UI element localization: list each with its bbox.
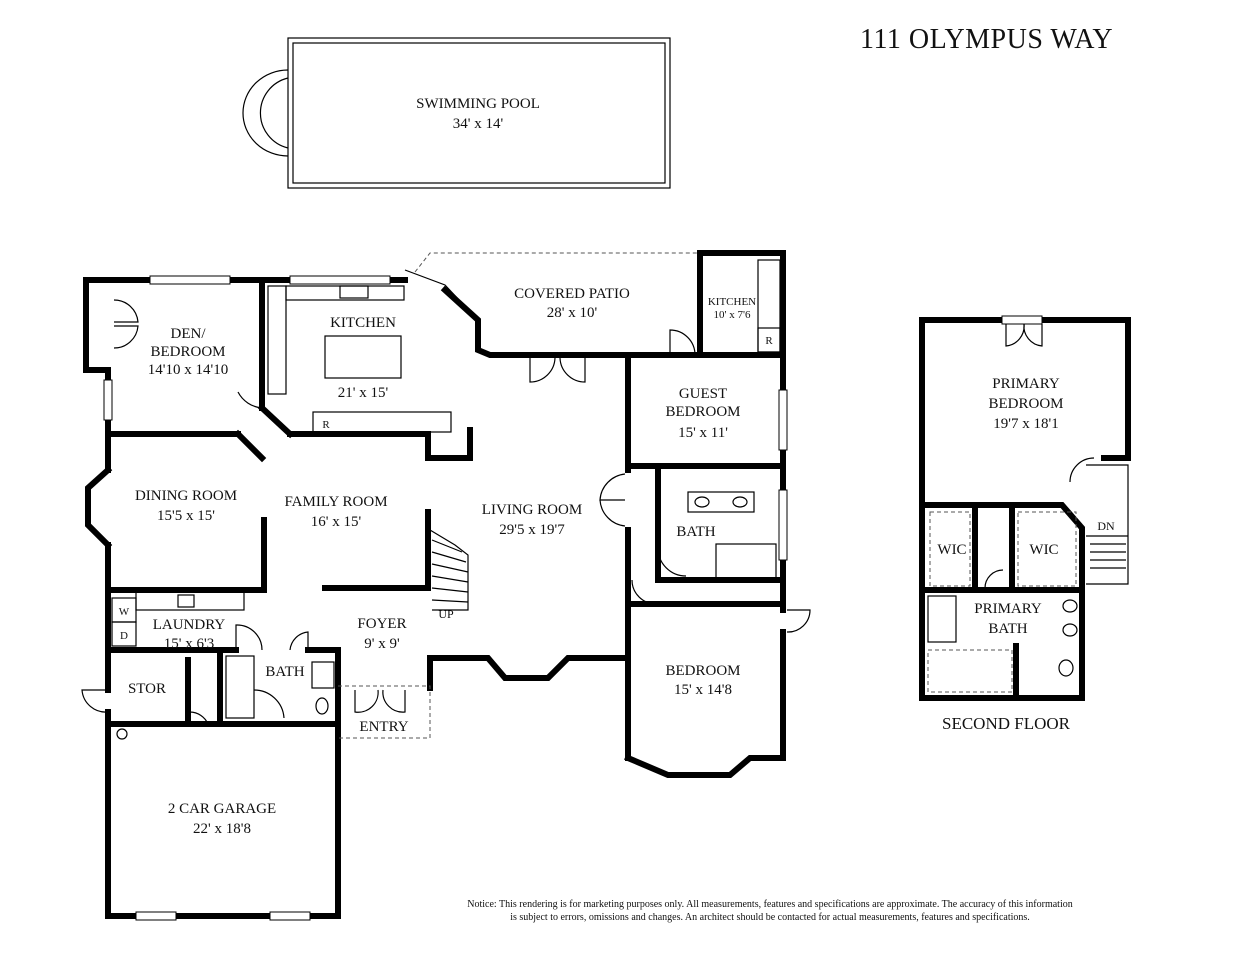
primary-bath-name1: PRIMARY	[974, 601, 1042, 617]
garage-name: 2 CAR GARAGE	[168, 801, 276, 817]
outdoor-kitchen-name: KITCHEN	[708, 296, 756, 308]
guest-bedroom-size: 15' x 11'	[678, 425, 728, 441]
page-title: 111 OLYMPUS WAY	[860, 24, 1114, 55]
living-room-name: LIVING ROOM	[482, 502, 582, 518]
covered-patio-size: 28' x 10'	[547, 305, 598, 321]
kitchen-size: 21' x 15'	[338, 385, 389, 401]
den-name1: DEN/	[171, 326, 207, 342]
outdoor-refrigerator-label: R	[765, 335, 773, 347]
living-room-size: 29'5 x 19'7	[499, 522, 565, 538]
doors	[81, 299, 811, 725]
washer-label: W	[119, 606, 130, 618]
primary-bedroom-size: 19'7 x 18'1	[993, 416, 1058, 432]
kitchen-fixtures: R R	[267, 259, 781, 433]
refrigerator-label: R	[322, 419, 330, 431]
half-bath-name: BATH	[265, 664, 304, 680]
den-name2: BEDROOM	[150, 344, 225, 360]
room-labels: DEN/ BEDROOM 14'10 x 14'10 KITCHEN 21' x…	[128, 286, 1071, 837]
stair-up-label: UP	[438, 607, 454, 621]
bath-fixtures	[116, 491, 777, 740]
main-stairs: UP	[429, 529, 469, 621]
windows	[103, 275, 788, 921]
second-floor-walls: DN	[919, 315, 1131, 701]
laundry-size: 15' x 6'3	[164, 636, 214, 652]
pool-size: 34' x 14'	[453, 116, 504, 132]
dining-room-name: DINING ROOM	[135, 488, 237, 504]
primary-bedroom-name1: PRIMARY	[992, 376, 1060, 392]
second-floor-label: SECOND FLOOR	[942, 714, 1071, 733]
entry-name: ENTRY	[359, 719, 408, 735]
first-floor-walls	[83, 250, 786, 919]
primary-bath-name2: BATH	[988, 621, 1027, 637]
swimming-pool: SWIMMING POOL 34' x 14'	[242, 37, 671, 189]
primary-bedroom-name2: BEDROOM	[988, 396, 1063, 412]
dryer-label: D	[120, 630, 128, 642]
wic-left-name: WIC	[937, 542, 966, 558]
notice-line-2: is subject to errors, omissions and chan…	[510, 912, 1030, 923]
stor-name: STOR	[128, 681, 166, 697]
covered-patio-name: COVERED PATIO	[514, 286, 630, 302]
notice-line-1: Notice: This rendering is for marketing …	[467, 899, 1073, 910]
guest-bedroom-name2: BEDROOM	[665, 404, 740, 420]
family-room-name: FAMILY ROOM	[284, 494, 387, 510]
disclaimer-notice: Notice: This rendering is for marketing …	[420, 898, 1120, 924]
pool-name: SWIMMING POOL	[416, 96, 540, 112]
stair-down-label: DN	[1097, 519, 1115, 533]
laundry-fixtures: W D	[111, 591, 245, 647]
outdoor-kitchen-size: 10' x 7'6	[714, 309, 751, 321]
laundry-name: LAUNDRY	[153, 617, 226, 633]
garage-size: 22' x 18'8	[193, 821, 251, 837]
bedroom-size: 15' x 14'8	[674, 682, 732, 698]
dining-room-size: 15'5 x 15'	[157, 508, 215, 524]
wic-right-name: WIC	[1029, 542, 1058, 558]
bedroom-name: BEDROOM	[665, 663, 740, 679]
guest-bedroom-name1: GUEST	[679, 386, 727, 402]
den-size: 14'10 x 14'10	[148, 362, 228, 378]
foyer-name: FOYER	[357, 616, 406, 632]
foyer-size: 9' x 9'	[364, 636, 400, 652]
family-room-size: 16' x 15'	[311, 514, 362, 530]
kitchen-name: KITCHEN	[330, 315, 396, 331]
guest-bath-name: BATH	[676, 524, 715, 540]
